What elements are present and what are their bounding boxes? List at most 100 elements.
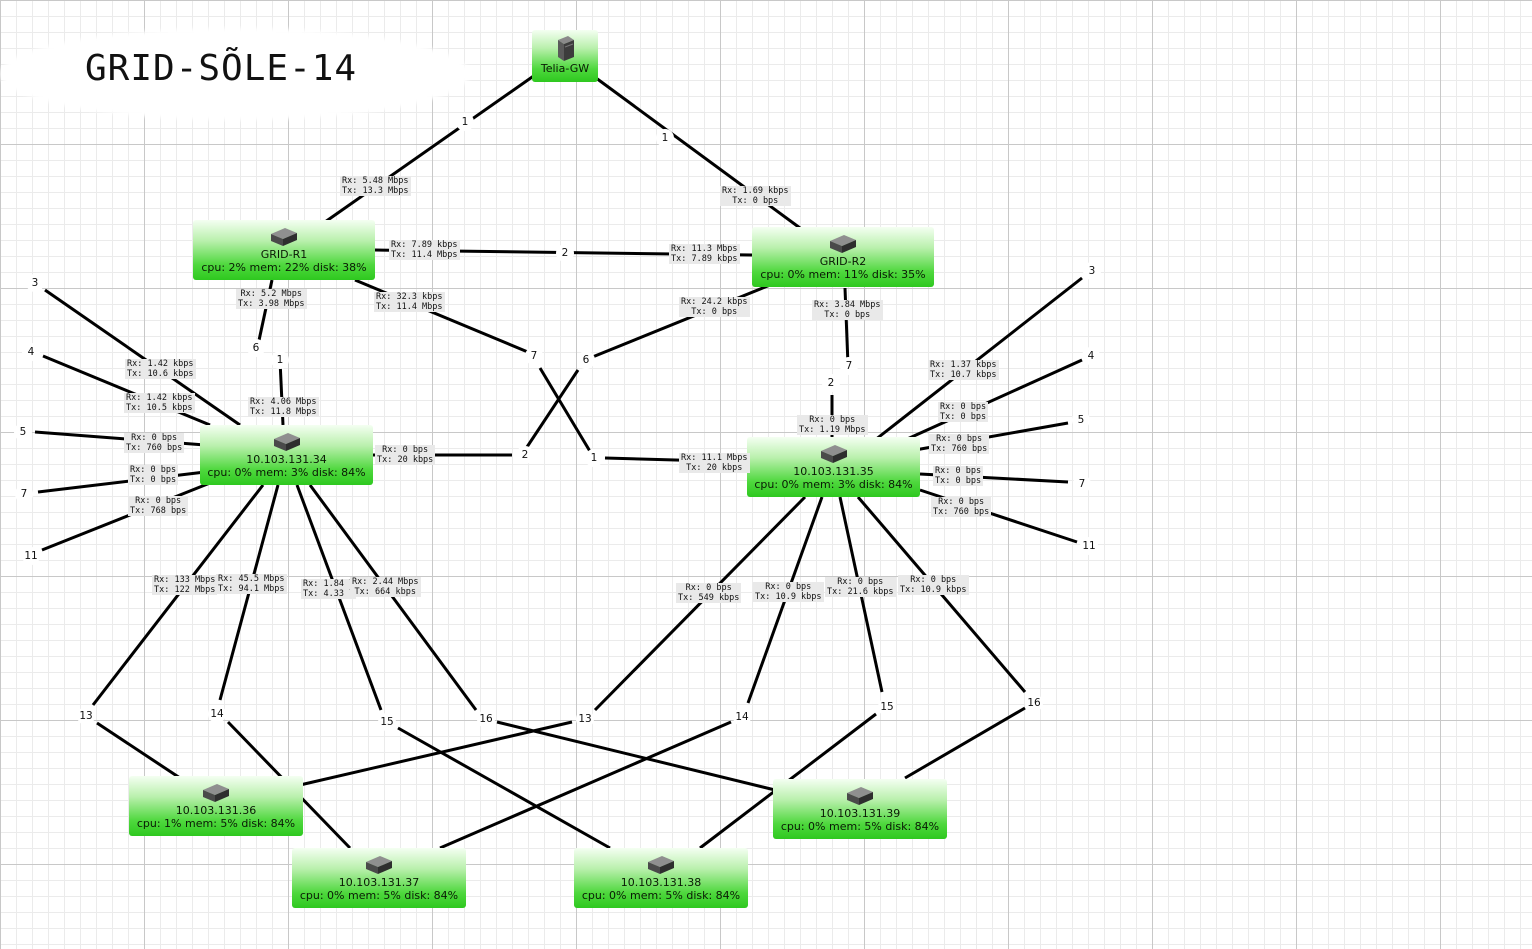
- port-marker[interactable]: 1: [456, 113, 474, 131]
- traffic-label: Rx: 0 bps Tx: 20 kbps: [375, 445, 436, 465]
- port-marker[interactable]: 1: [656, 129, 674, 147]
- link-p15a-h38[interactable]: [397, 726, 611, 850]
- link-mid-cross-b[interactable]: [523, 369, 580, 451]
- node-stats: cpu: 2% mem: 22% disk: 38%: [201, 261, 367, 274]
- traffic-label: Rx: 1.84 l Tx: 4.33 l: [301, 579, 357, 599]
- node-stats: cpu: 0% mem: 5% disk: 84%: [299, 889, 459, 902]
- port-marker[interactable]: 4: [22, 343, 40, 361]
- link-r2-s34[interactable]: [589, 283, 771, 360]
- node-name: 10.103.131.36: [175, 804, 257, 817]
- link-p16a-h39[interactable]: [496, 720, 776, 792]
- link-h37-p14b[interactable]: [439, 720, 732, 850]
- node-telia-gw[interactable]: Telia-GW: [532, 30, 598, 82]
- link-h39-p16b[interactable]: [904, 706, 1026, 780]
- port-marker[interactable]: 2: [822, 374, 840, 392]
- node-name: 10.103.131.38: [620, 876, 702, 889]
- node-grid-r1[interactable]: GRID-R1 cpu: 2% mem: 22% disk: 38%: [193, 220, 375, 280]
- traffic-label: Rx: 0 bps Tx: 760 bps: [931, 497, 992, 517]
- link-s34-p3[interactable]: [44, 288, 241, 427]
- port-marker[interactable]: 11: [1080, 537, 1098, 555]
- traffic-label: Rx: 0 bps Tx: 760 bps: [124, 433, 185, 453]
- link-s34-p16[interactable]: [308, 484, 478, 711]
- node-stats: cpu: 0% mem: 3% disk: 84%: [207, 466, 366, 479]
- port-marker[interactable]: 5: [1072, 411, 1090, 429]
- link-s34-p13[interactable]: [91, 484, 265, 706]
- port-marker[interactable]: 1: [585, 449, 603, 467]
- link-s35-p13[interactable]: [593, 495, 807, 712]
- port-marker[interactable]: 16: [477, 710, 495, 728]
- title-backdrop: [0, 28, 470, 120]
- traffic-label: Rx: 0 bps Tx: 1.19 Mbps: [797, 415, 868, 435]
- port-marker[interactable]: 4: [1082, 347, 1100, 365]
- port-marker[interactable]: 7: [1073, 475, 1091, 493]
- node-grid-r2[interactable]: GRID-R2 cpu: 0% mem: 11% disk: 35%: [752, 227, 934, 287]
- traffic-label: Rx: 0 bps Tx: 10.9 kbps: [898, 575, 969, 595]
- node-10-103-131-35[interactable]: 10.103.131.35 cpu: 0% mem: 3% disk: 84%: [747, 437, 920, 497]
- port-marker[interactable]: 6: [577, 351, 595, 369]
- node-name: 10.103.131.39: [819, 807, 901, 820]
- switch-icon: [648, 856, 674, 874]
- port-marker[interactable]: 14: [208, 705, 226, 723]
- link-h36-p13b[interactable]: [299, 720, 573, 787]
- port-marker[interactable]: 3: [1083, 262, 1101, 280]
- traffic-label: Rx: 0 bps Tx: 0 bps: [933, 466, 984, 486]
- node-10-103-131-37[interactable]: 10.103.131.37 cpu: 0% mem: 5% disk: 84%: [292, 848, 466, 908]
- traffic-label: Rx: 1.42 kbps Tx: 10.6 kbps: [125, 359, 196, 379]
- port-marker[interactable]: 15: [378, 713, 396, 731]
- switch-icon: [203, 784, 229, 802]
- traffic-label: Rx: 0 bps Tx: 760 bps: [929, 434, 990, 454]
- traffic-label: Rx: 24.2 kbps Tx: 0 bps: [679, 297, 750, 317]
- port-marker[interactable]: 16: [1025, 694, 1043, 712]
- node-stats: cpu: 0% mem: 3% disk: 84%: [754, 478, 913, 491]
- server-icon: [558, 36, 574, 61]
- node-10-103-131-38[interactable]: 10.103.131.38 cpu: 0% mem: 5% disk: 84%: [574, 848, 748, 908]
- traffic-label: Rx: 0 bps Tx: 0 bps: [938, 402, 989, 422]
- link-p13a-h36[interactable]: [96, 721, 181, 780]
- port-marker[interactable]: 1: [271, 351, 289, 369]
- node-10-103-131-39[interactable]: 10.103.131.39 cpu: 0% mem: 5% disk: 84%: [773, 779, 947, 839]
- node-name: Telia-GW: [540, 62, 590, 75]
- port-marker[interactable]: 13: [576, 710, 594, 728]
- traffic-label: Rx: 1.69 kbps Tx: 0 bps: [720, 186, 791, 206]
- port-marker[interactable]: 2: [556, 244, 574, 262]
- link-s35-p4[interactable]: [904, 358, 1083, 442]
- link-s34-p11[interactable]: [41, 481, 211, 552]
- traffic-label: Rx: 4.06 Mbps Tx: 11.8 Mbps: [248, 397, 319, 417]
- node-name: 10.103.131.34: [246, 453, 327, 466]
- link-s34-p4[interactable]: [42, 354, 211, 427]
- traffic-label: Rx: 45.5 Mbps Tx: 94.1 Mbps: [216, 574, 287, 594]
- link-s34-p7[interactable]: [37, 470, 206, 494]
- traffic-label: Rx: 1.37 kbps Tx: 10.7 kbps: [928, 360, 999, 380]
- port-marker[interactable]: 13: [77, 707, 95, 725]
- switch-icon: [366, 856, 392, 874]
- port-marker[interactable]: 7: [840, 357, 858, 375]
- node-name: 10.103.131.35: [793, 465, 874, 478]
- port-marker[interactable]: 6: [247, 339, 265, 357]
- node-name: GRID-R2: [819, 255, 867, 268]
- port-marker[interactable]: 3: [26, 274, 44, 292]
- map-title: GRID-SÕLE-14: [85, 48, 358, 89]
- node-name: GRID-R1: [260, 248, 308, 261]
- node-name: 10.103.131.37: [338, 876, 420, 889]
- port-marker[interactable]: 14: [733, 708, 751, 726]
- port-marker[interactable]: 11: [22, 547, 40, 565]
- port-marker[interactable]: 2: [516, 446, 534, 464]
- switch-icon: [273, 433, 300, 451]
- traffic-label: Rx: 5.2 Mbps Tx: 3.98 Mbps: [236, 289, 307, 309]
- link-gw-r1[interactable]: [324, 73, 536, 224]
- port-marker[interactable]: 7: [15, 485, 33, 503]
- port-marker[interactable]: 7: [525, 347, 543, 365]
- traffic-label: Rx: 1.42 kbps Tx: 10.5 kbps: [124, 393, 195, 413]
- node-stats: cpu: 0% mem: 5% disk: 84%: [581, 889, 741, 902]
- link-mid-cross-a[interactable]: [538, 367, 596, 459]
- port-marker[interactable]: 15: [878, 698, 896, 716]
- traffic-label: Rx: 5.48 Mbps Tx: 13.3 Mbps: [340, 176, 411, 196]
- traffic-label: Rx: 32.3 kbps Tx: 11.4 Mbps: [374, 292, 445, 312]
- node-10-103-131-34[interactable]: 10.103.131.34 cpu: 0% mem: 3% disk: 84%: [200, 425, 373, 485]
- traffic-label: Rx: 3.84 Mbps Tx: 0 bps: [812, 300, 883, 320]
- traffic-label: Rx: 0 bps Tx: 0 bps: [128, 465, 179, 485]
- port-marker[interactable]: 5: [14, 423, 32, 441]
- node-10-103-131-36[interactable]: 10.103.131.36 cpu: 1% mem: 5% disk: 84%: [129, 776, 303, 836]
- link-s35-p3[interactable]: [874, 276, 1083, 442]
- traffic-label: Rx: 133 Mbps Tx: 122 Mbps: [152, 575, 218, 595]
